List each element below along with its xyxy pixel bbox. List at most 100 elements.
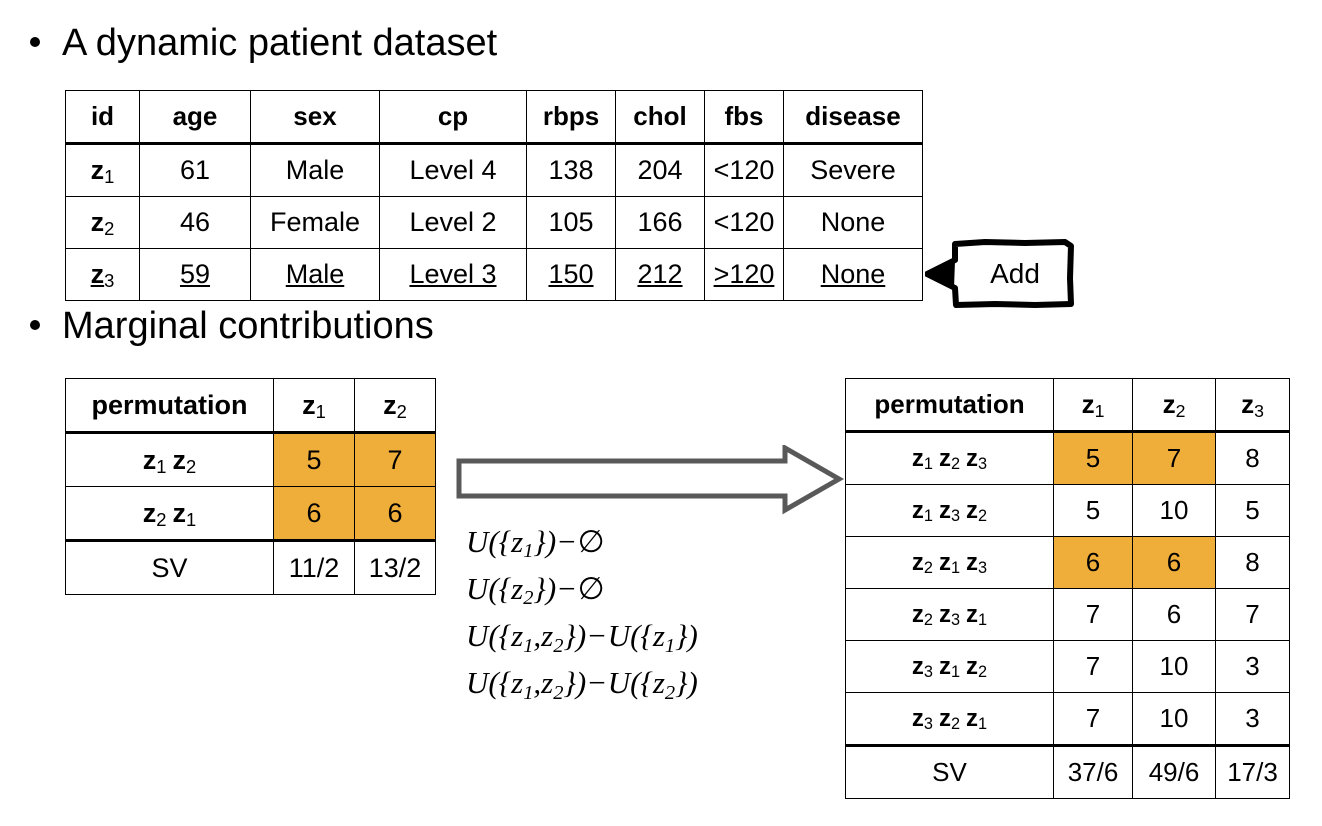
z-token: z1 [142,444,167,477]
cell-cp-value: Level 3 [409,259,497,289]
cell-value-z3: 3 [1215,692,1290,746]
cell-value-z2: 7 [354,432,436,487]
cell-value-z2: 10 [1132,640,1216,693]
formula-variable: U [607,618,631,654]
column-header-permutation: permutation [65,378,274,434]
formula-punctuation: }) [533,571,557,607]
column-header-rbps: rbps [526,90,616,145]
formula-line: U({z1,z2})−U({z2}) [466,659,866,706]
z-token: z3 [938,496,961,526]
formula-variable: z2 [541,618,564,657]
table-header-row: permutation z1 z2 [65,378,436,434]
z-token: z1 [966,600,988,630]
cell-fbs: >120 [704,248,784,301]
bullet-heading-marginal: Marginal contributions [30,307,434,345]
cell-chol-value: 204 [637,155,683,185]
cell-id-value: z3 [91,259,115,291]
formula-variable: z2 [541,665,564,704]
formula-variable: z1 [652,618,676,657]
formula-punctuation: ({ [630,665,653,701]
table-header-row: id age sex cp rbps chol fbs disease [65,90,923,145]
z-token: z3 [1241,389,1264,421]
cell-disease-value: None [820,207,886,237]
cell-disease: None [783,248,923,301]
formula-punctuation: }) [563,665,587,701]
column-header-cp: cp [379,90,527,145]
formula-punctuation: , [533,618,542,654]
column-header-permutation: permutation [845,378,1054,433]
formula-operator: − [558,524,576,559]
formula-line: U({z1})−∅ [466,518,866,565]
cell-rbps: 150 [526,248,616,301]
cell-age: 61 [139,143,251,197]
cell-sv-z1: 11/2 [273,539,355,595]
cell-sex-value: Male [285,259,345,289]
cell-value-z3: 5 [1215,484,1290,537]
formula-punctuation: ({ [630,618,653,654]
bullet-heading-dataset: A dynamic patient dataset [30,24,497,62]
z-token: z1 [172,497,197,530]
z-token: z2 [911,548,933,578]
empty-set-symbol: ∅ [577,571,605,607]
z-token: z1 [966,704,988,734]
formula-punctuation: }) [563,618,587,654]
column-header-z3: z3 [1215,378,1290,433]
empty-set-symbol: ∅ [577,524,605,559]
cell-rbps-value: 150 [548,259,594,289]
z-token: z2 [172,444,197,477]
cell-rbps: 138 [526,143,616,197]
z-token: z3 [911,704,933,734]
formula-variable: U [466,665,489,701]
cell-sv-label: SV [65,539,274,595]
cell-cp: Level 3 [379,248,527,301]
z-token: z2 [966,652,988,682]
cell-sv-z1: 37/6 [1053,744,1133,799]
column-header-age: age [139,90,251,145]
cell-fbs-value: <120 [713,155,775,185]
z-token: z2 [966,496,988,526]
cell-value-z2: 10 [1132,692,1216,746]
cell-sex: Male [250,248,380,301]
cell-value-z3: 7 [1215,588,1290,641]
formula-punctuation: ({ [488,524,512,559]
bullet-heading-marginal-label: Marginal contributions [62,305,434,347]
cell-cp: Level 2 [379,196,527,249]
add-callout-label: Add [990,258,1040,289]
cell-cp-value: Level 2 [409,207,497,237]
z-token: z1 [90,155,115,188]
cell-rbps: 105 [526,196,616,249]
cell-chol: 212 [615,248,705,301]
cell-disease: None [783,196,923,249]
formula-punctuation: ({ [488,665,512,701]
cell-value-z2: 6 [1132,536,1216,589]
z-token: z2 [1162,389,1186,421]
z-token: z1 [911,444,933,474]
formula-variable: U [466,571,489,607]
add-callout: Add [925,238,1075,310]
cell-age: 46 [139,196,251,249]
cell-id: z1 [65,143,140,197]
cell-sex: Male [250,143,380,197]
bullet-dot-icon [30,37,40,47]
formula-punctuation: }) [675,665,698,701]
formula-operator: − [588,665,606,701]
cell-chol-value: 212 [637,259,683,289]
cell-sv-z2: 13/2 [354,539,436,595]
z-token: z2 [90,207,115,240]
column-header-chol: chol [615,90,705,145]
z-token: z1 [938,652,961,682]
cell-age-value: 46 [179,207,211,237]
column-header-fbs: fbs [704,90,784,145]
z-token: z2 [142,497,167,530]
callout-shape-icon [925,239,1074,308]
